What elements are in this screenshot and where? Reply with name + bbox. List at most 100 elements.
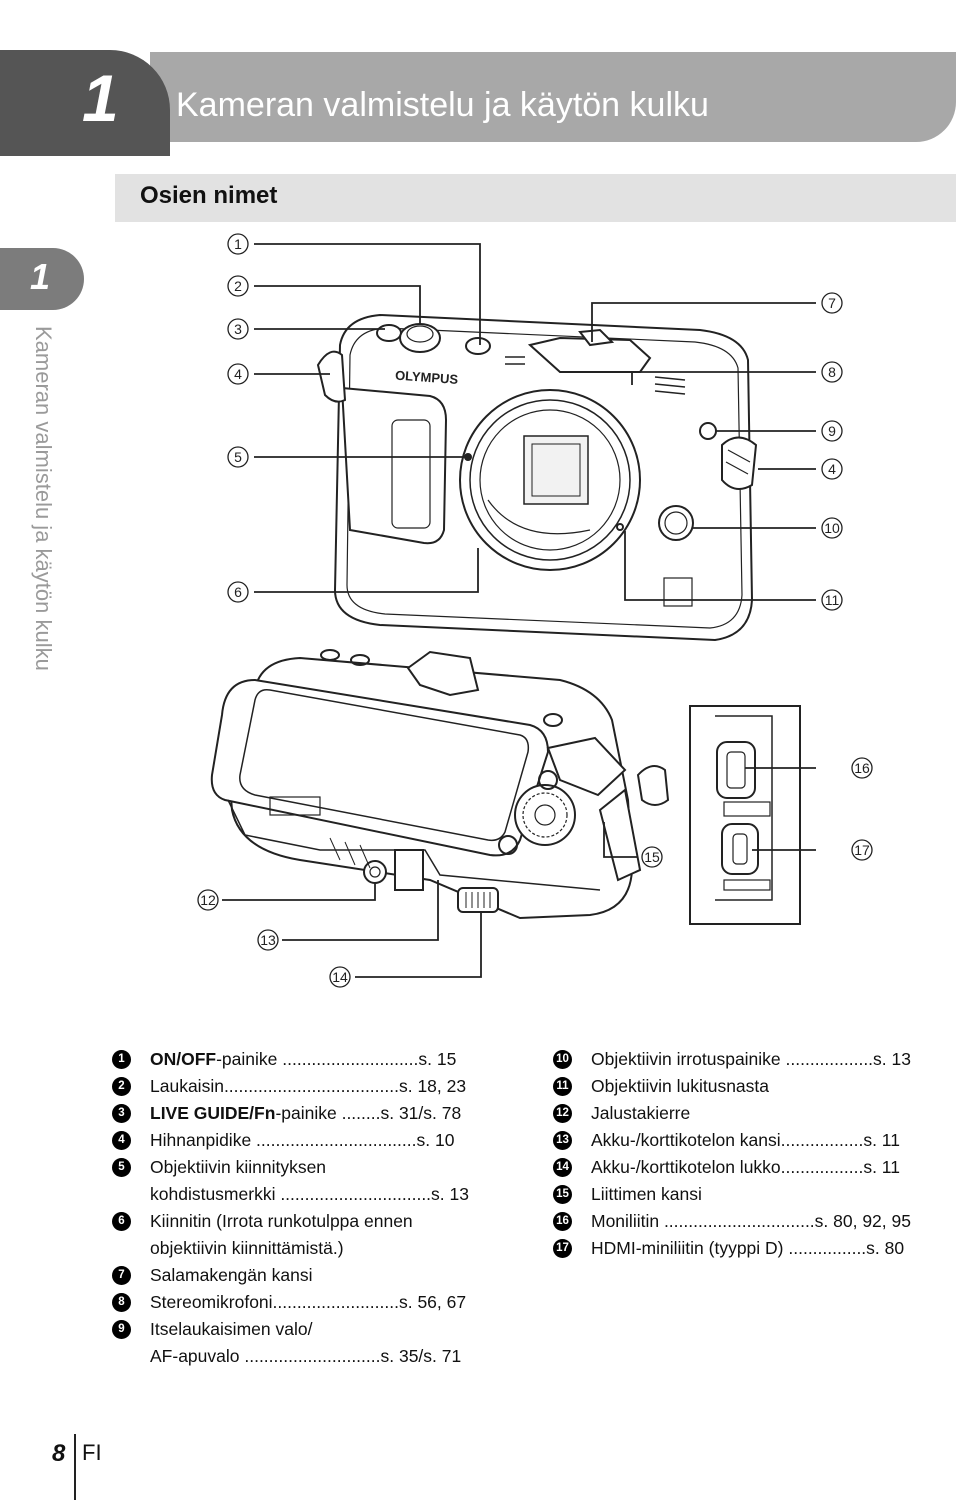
part-marker: 11 [821,589,843,611]
multi-connector [716,741,756,799]
legend-number-badge: 17 [553,1239,572,1258]
chapter-number-tab [0,50,170,156]
legend-number-badge: 6 [112,1212,131,1231]
part-marker: 16 [851,757,873,779]
part-marker-number: 3 [234,321,242,337]
parts-legend-left: 1 ON/OFF-painike ........................… [112,1046,512,1370]
legend-number-badge: 4 [112,1131,131,1150]
legend-item: 6 Kiinnitin (Irrota runkotulppa ennen [112,1208,512,1235]
part-marker: 15 [641,846,663,868]
legend-item: 7 Salamakengän kansi [112,1262,512,1289]
live-guide-button [376,324,402,342]
hot-shoe-cover [527,336,652,373]
part-marker-number: 14 [332,969,348,985]
part-marker: 10 [821,517,843,539]
part-marker-number: 17 [854,842,870,858]
legend-item: 8 Stereomikrofoni........................… [112,1289,512,1316]
part-marker: 4 [821,458,843,480]
battery-cover [394,849,424,891]
image-sensor [523,435,589,505]
legend-number-badge: 5 [112,1158,131,1177]
legend-text: Laukaisin...............................… [150,1076,467,1096]
part-marker: 9 [821,420,843,442]
part-marker-number: 9 [828,423,836,439]
legend-item: 12 Jalustakierre [553,1100,953,1127]
connector-inset [689,705,801,925]
section-title: Osien nimet [140,182,278,209]
part-marker-number: 16 [854,760,870,776]
chapter-title: Kameran valmistelu ja käytön kulku [176,86,709,124]
legend-bold-label: LIVE GUIDE/Fn [150,1103,276,1123]
legend-number-badge: 3 [112,1104,131,1123]
legend-text: Salamakengän kansi [150,1265,313,1285]
rear-lcd [210,678,550,857]
legend-text: Itselaukaisimen valo/ [150,1319,313,1339]
part-marker: 1 [227,233,249,255]
legend-text: Kiinnitin (Irrota runkotulppa ennen [150,1211,413,1231]
legend-text: Objektiivin lukitusnasta [591,1076,769,1096]
af-assist-lamp [699,422,717,440]
part-marker-number: 13 [260,932,276,948]
front-grip [340,386,448,545]
shutter-button [399,323,441,353]
part-marker-number: 2 [234,278,242,294]
chapter-number: 1 [82,61,119,135]
legend-number-badge: 12 [553,1104,572,1123]
part-marker-number: 7 [828,295,836,311]
legend-text: Jalustakierre [591,1103,691,1123]
chapter-banner: 1 Kameran valmistelu ja käytön kulku [0,0,960,158]
part-marker-number: 6 [234,584,242,600]
hdmi-connector [721,823,759,875]
lcd-screen [239,688,530,842]
legend-text: -painike ............................s. … [216,1049,457,1069]
part-marker: 12 [197,889,219,911]
side-chapter-tab: 1 [0,248,84,310]
legend-text: Stereomikrofoni.........................… [150,1292,467,1312]
legend-number-badge: 10 [553,1050,572,1069]
part-marker: 5 [227,446,249,468]
part-marker-number: 8 [828,364,836,380]
legend-number-badge: 16 [553,1212,572,1231]
footer-divider [74,1434,76,1500]
legend-text: AF-apuvalo ............................s… [150,1346,462,1366]
part-marker-number: 4 [828,461,836,477]
legend-number-badge: 2 [112,1077,131,1096]
legend-text: Moniliitin .............................… [591,1211,911,1231]
legend-item: 5 Objektiivin kiinnityksen [112,1154,512,1181]
lens-release-button [658,505,694,541]
legend-number-badge: 14 [553,1158,572,1177]
legend-item: 1 ON/OFF-painike ........................… [112,1046,512,1073]
chapter-banner-background [150,52,956,142]
leader-lines [222,243,816,978]
legend-number-badge: 7 [112,1266,131,1285]
page-number: 8 [52,1440,66,1467]
side-chapter-title: Kameran valmistelu ja käytön kulku [31,326,56,671]
brand-logo: OLYMPUS [395,368,459,387]
legend-number-badge: 11 [553,1077,572,1096]
control-dial [514,784,576,846]
legend-item: 3 LIVE GUIDE/Fn-painike ........s. 31/s. … [112,1100,512,1127]
part-marker: 7 [821,292,843,314]
legend-item: 9 Itselaukaisimen valo/ [112,1316,512,1343]
part-marker: 13 [257,929,279,951]
legend-number-badge: 1 [112,1050,131,1069]
page-footer: 8 FI [0,1420,200,1500]
legend-item: 11 Objektiivin lukitusnasta [553,1073,953,1100]
legend-number-badge: 8 [112,1293,131,1312]
side-chapter-number: 1 [30,256,51,297]
legend-text: Objektiivin kiinnityksen [150,1157,327,1177]
part-marker: 2 [227,275,249,297]
legend-number-badge: 9 [112,1320,131,1339]
part-marker-number: 15 [644,849,660,865]
legend-text: kohdistusmerkki ........................… [150,1184,469,1204]
legend-bold-label: ON/OFF [150,1049,217,1069]
legend-text: -painike ........s. 31/s. 78 [275,1103,462,1123]
